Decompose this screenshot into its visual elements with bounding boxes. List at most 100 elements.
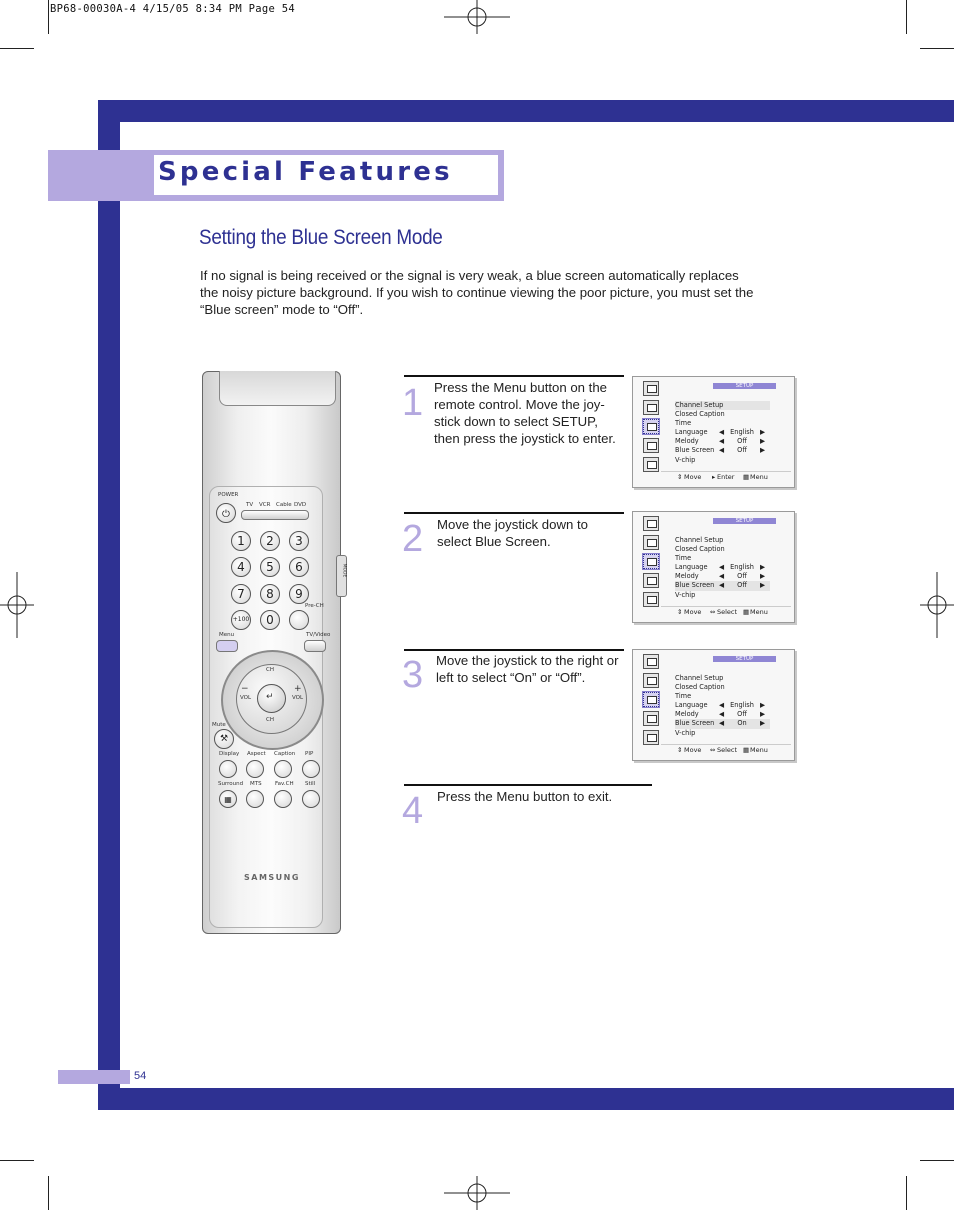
- prech-button[interactable]: [289, 610, 309, 630]
- osd-item-vchip: V-chip: [675, 455, 696, 464]
- aspect-label: Aspect: [247, 751, 266, 757]
- move-arrows-icon: ⇕: [677, 473, 683, 481]
- brand-logo: SAMSUNG: [244, 873, 300, 882]
- osd-header: SETUP: [713, 656, 776, 662]
- sound-icon: [643, 535, 659, 550]
- osd-header: SETUP: [713, 383, 776, 389]
- favch-label: Fav.CH: [275, 781, 294, 787]
- arrow-left-icon: ◀: [719, 437, 725, 446]
- still-button[interactable]: [302, 790, 320, 808]
- arrow-right-icon: ▶: [760, 719, 766, 728]
- step-1-text: Press the Menu button on the remote cont…: [434, 380, 616, 446]
- joystick-enter-button[interactable]: [257, 684, 286, 713]
- remote-top-cover: [219, 371, 336, 406]
- osd-item-closed-caption: Closed Caption: [675, 545, 725, 554]
- aspect-button[interactable]: [246, 760, 264, 778]
- vol-down-label: VOL: [240, 695, 252, 701]
- select-arrows-icon: ⇔: [710, 608, 716, 616]
- digit-1-button[interactable]: 1: [231, 531, 251, 551]
- setup-icon: [642, 691, 660, 708]
- favch-button[interactable]: [274, 790, 292, 808]
- osd-item-melody: Melody◀Off▶: [675, 437, 766, 446]
- display-button[interactable]: [219, 760, 237, 778]
- osd-item-melody: Melody◀Off▶: [675, 710, 766, 719]
- channel-icon: [643, 573, 659, 588]
- arrow-left-icon: ◀: [719, 581, 725, 590]
- sound-icon: [643, 400, 659, 415]
- osd-header: SETUP: [713, 518, 776, 524]
- digit-3-button[interactable]: 3: [289, 531, 309, 551]
- osd-item-time: Time: [675, 419, 692, 428]
- osd-screen-2: SETUP Channel Setup Closed Caption Time …: [632, 511, 795, 623]
- osd-item-channel-setup: Channel Setup: [675, 674, 724, 682]
- plus100-button[interactable]: +100: [231, 610, 251, 630]
- surround-label: Surround: [218, 781, 244, 787]
- digit-7-button[interactable]: 7: [231, 584, 251, 604]
- mode-label-cable: Cable: [276, 502, 292, 508]
- page-heading: Setting the Blue Screen Mode: [199, 226, 443, 249]
- digit-4-button[interactable]: 4: [231, 557, 251, 577]
- osd-screen-1: SETUP Channel Setup Closed Caption Time …: [632, 376, 795, 488]
- mute-button[interactable]: ⚒: [214, 729, 234, 749]
- select-arrows-icon: ⇔: [710, 746, 716, 754]
- arrow-right-icon: ▶: [760, 581, 766, 590]
- osd-item-channel-setup: Channel Setup: [675, 401, 770, 411]
- pip-button[interactable]: [302, 760, 320, 778]
- step-4-rule: [404, 784, 652, 786]
- registration-mark-bottom: [444, 1176, 510, 1210]
- print-header: BP68-00030A-4 4/15/05 8:34 PM Page 54: [50, 3, 295, 15]
- digit-0-button[interactable]: 0: [260, 610, 280, 630]
- osd-item-blue-screen: Blue Screen◀Off▶: [675, 446, 766, 455]
- digit-8-button[interactable]: 8: [260, 584, 280, 604]
- move-arrows-icon: ⇕: [677, 746, 683, 754]
- intro-paragraph: If no signal is being received or the si…: [200, 268, 754, 317]
- title-box: [154, 155, 498, 195]
- digit-2-button[interactable]: 2: [260, 531, 280, 551]
- setup-icon: [642, 418, 660, 435]
- mode-side-key[interactable]: [336, 555, 347, 597]
- arrow-right-icon: ▶: [760, 446, 766, 455]
- arrow-left-icon: ◀: [719, 428, 725, 437]
- page-number-tab: [58, 1070, 130, 1084]
- step-4-text: Press the Menu button to exit.: [437, 789, 613, 804]
- osd-item-closed-caption: Closed Caption: [675, 410, 725, 419]
- osd-item-melody: Melody◀Off▶: [675, 572, 766, 581]
- step-2-rule: [404, 512, 624, 514]
- arrow-right-icon: ▶: [760, 701, 766, 710]
- page-number: 54: [134, 1070, 147, 1082]
- power-button[interactable]: ⏻: [216, 503, 236, 523]
- enter-icon: ↵: [266, 692, 274, 702]
- step-3-rule: [404, 649, 624, 651]
- osd-menu-icons: [639, 381, 661, 476]
- arrow-left-icon: ◀: [719, 701, 725, 710]
- arrow-left-icon: ◀: [719, 563, 725, 572]
- tvvideo-button[interactable]: [304, 640, 326, 652]
- arrow-left-icon: ◀: [719, 710, 725, 719]
- digit-5-button[interactable]: 5: [260, 557, 280, 577]
- menu-button[interactable]: [216, 640, 238, 652]
- picture-icon: [643, 516, 659, 531]
- mts-button[interactable]: [246, 790, 264, 808]
- input-icon: [643, 730, 659, 745]
- osd-item-channel-setup: Channel Setup: [675, 536, 724, 544]
- mute-label: Mute: [212, 722, 226, 728]
- step-2-number: 2: [402, 518, 424, 560]
- step-1-rule: [404, 375, 624, 377]
- menu-label: Menu: [219, 632, 235, 638]
- osd-item-blue-screen: Blue Screen◀Off▶: [675, 581, 770, 591]
- setup-icon: [642, 553, 660, 570]
- ch-up-label: CH: [266, 667, 274, 673]
- step-1-number: 1: [402, 382, 424, 424]
- digit-6-button[interactable]: 6: [289, 557, 309, 577]
- prech-label: Pre-CH: [305, 603, 324, 609]
- enter-arrow-icon: ▸: [712, 473, 716, 481]
- surround-button[interactable]: ▦: [219, 790, 237, 808]
- mode-selector-button[interactable]: [241, 510, 309, 520]
- minus-icon: −: [241, 684, 249, 694]
- picture-icon: [643, 381, 659, 396]
- registration-mark-right: [920, 572, 954, 638]
- channel-icon: [643, 438, 659, 453]
- digit-9-button[interactable]: 9: [289, 584, 309, 604]
- caption-button[interactable]: [274, 760, 292, 778]
- osd-footer: ⇕Move ⇔Select ▦Menu: [661, 744, 791, 755]
